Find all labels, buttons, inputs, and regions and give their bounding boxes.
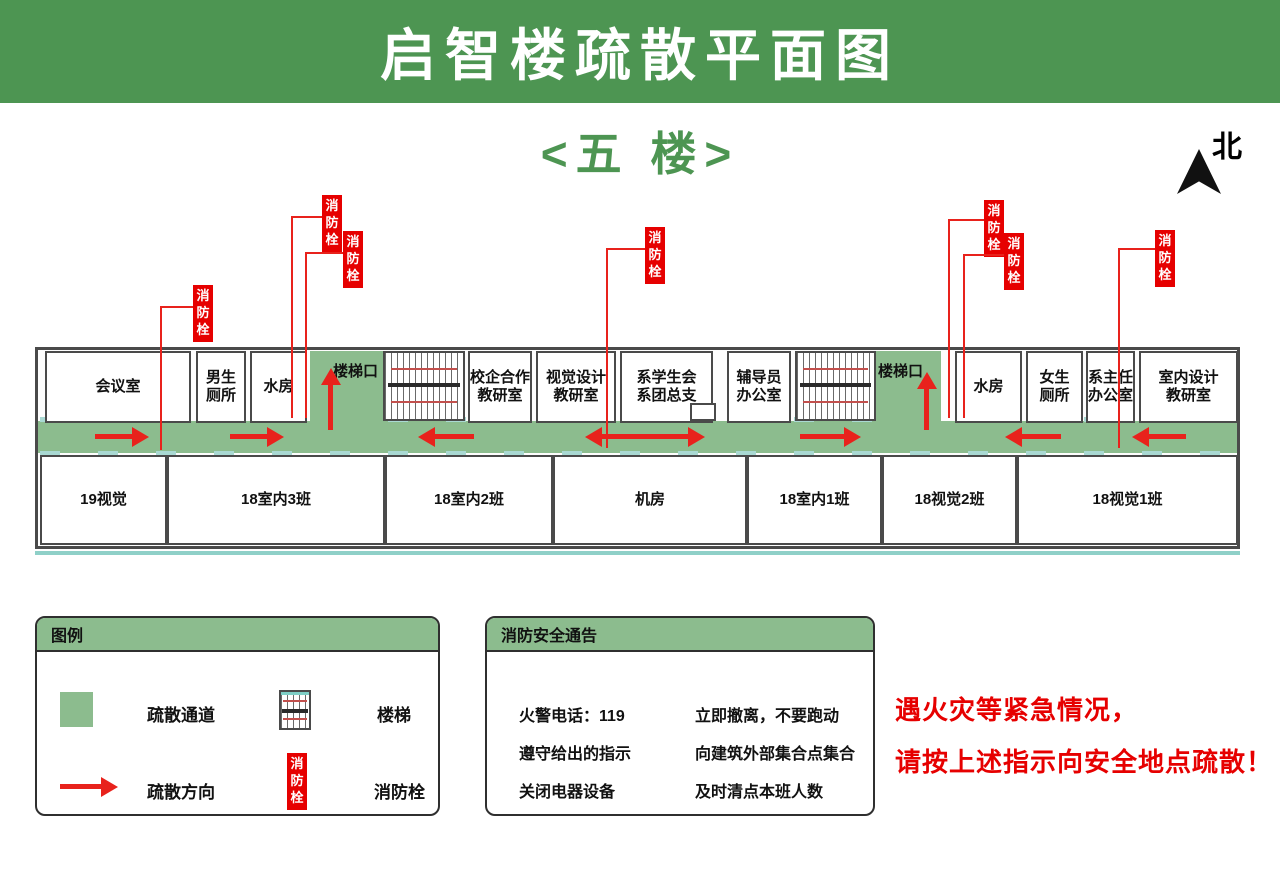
legend-stairs-label: 楼梯 [377, 706, 411, 725]
room-water-right: 水房 [955, 351, 1022, 423]
hydrant-leader-line [963, 254, 965, 418]
fire-hydrant-icon: 消防栓 [287, 753, 307, 810]
legend-direction-label: 疏散方向 [147, 783, 215, 802]
evacuation-arrow-up-icon [924, 388, 929, 430]
hydrant-leader-line [948, 219, 984, 221]
stairs-right [795, 351, 876, 421]
fire-hydrant-tag: 消防栓 [984, 200, 1004, 257]
hydrant-leader-line [963, 254, 1004, 256]
notice-panel: 消防安全通告 火警电话：119 遵守给出的指示 关闭电器设备 立即撤离，不要跑动… [485, 616, 875, 816]
room-meeting: 会议室 [45, 351, 191, 423]
north-label: 北 [1212, 131, 1242, 164]
evacuation-arrow-right-icon [95, 434, 133, 439]
evacuation-arrow-right-icon [230, 434, 268, 439]
room-counselor-office: 辅导员 办公室 [727, 351, 791, 423]
stair-hall-right-label: 楼梯口 [878, 363, 924, 380]
hydrant-leader-line [291, 216, 293, 418]
corridor-bottom-doors [40, 451, 1235, 456]
legend-title: 图例 [37, 618, 438, 652]
fire-hydrant-tag: 消防栓 [193, 285, 213, 342]
fire-hydrant-tag: 消防栓 [322, 195, 342, 252]
stair-hall-left-label: 楼梯口 [333, 363, 379, 380]
hydrant-leader-line [160, 306, 162, 450]
legend-hydrant-label: 消防栓 [374, 783, 425, 802]
notice-item: 关闭电器设备 [519, 784, 616, 801]
corridor-swatch-icon [60, 692, 93, 727]
floor-label: <五 楼> [540, 128, 740, 180]
hydrant-leader-line [305, 252, 307, 418]
hydrant-leader-line [160, 306, 193, 308]
building-outer-band [35, 551, 1240, 555]
room-girls-toilet: 女生 厕所 [1026, 351, 1083, 423]
fire-hydrant-tag: 消防栓 [645, 227, 665, 284]
fire-hydrant-tag: 消防栓 [1004, 233, 1024, 290]
fire-hydrant-tag: 消防栓 [343, 231, 363, 288]
warning-line-1: 遇火灾等紧急情况， [895, 695, 1139, 725]
room-class-19-visual: 19视觉 [40, 455, 167, 545]
notice-item: 立即撤离，不要跑动 [695, 708, 840, 725]
legend-corridor-label: 疏散通道 [147, 706, 215, 725]
room-interior-design-office: 室内设计 教研室 [1139, 351, 1238, 423]
evacuation-arrow-both-icon [601, 434, 689, 439]
stairs-left [383, 351, 465, 421]
page-title: 启智楼疏散平面图 [380, 24, 900, 87]
hydrant-leader-line [305, 252, 343, 254]
notice-item: 向建筑外部集合点集合 [695, 746, 856, 763]
header-banner: 启智楼疏散平面图 [0, 0, 1280, 103]
room-visual-design-office: 视觉设计 教研室 [536, 351, 616, 423]
evacuation-arrow-left-icon [1021, 434, 1061, 439]
room-class-18-interior-2: 18室内2班 [385, 455, 553, 545]
hydrant-leader-line [291, 216, 322, 218]
hydrant-leader-line [606, 248, 645, 250]
room-class-18-interior-3: 18室内3班 [167, 455, 385, 545]
evacuation-arrow-left-icon [1148, 434, 1186, 439]
room-school-enterprise: 校企合作 教研室 [468, 351, 532, 423]
vestibule [690, 403, 716, 421]
legend-panel: 图例 疏散通道 楼梯 疏散方向 消防栓 消防栓 [35, 616, 440, 816]
hydrant-leader-line [1118, 248, 1155, 250]
stairs-icon [279, 690, 311, 730]
hydrant-leader-line [1118, 248, 1120, 448]
hydrant-leader-line [948, 219, 950, 418]
room-dept-head-office: 系主任 办公室 [1086, 351, 1135, 423]
notice-item: 及时清点本班人数 [695, 784, 824, 801]
evacuation-arrow-up-icon [328, 384, 333, 430]
stair-hall-left [310, 351, 383, 423]
notice-item: 火警电话：119 [519, 708, 625, 725]
notice-item: 遵守给出的指示 [519, 746, 632, 763]
fire-hydrant-tag: 消防栓 [1155, 230, 1175, 287]
hydrant-leader-line [606, 248, 608, 448]
room-class-18-visual-2: 18视觉2班 [882, 455, 1017, 545]
room-boys-toilet: 男生 厕所 [196, 351, 246, 423]
evacuation-arrow-left-icon [434, 434, 474, 439]
evacuation-arrow-icon [60, 784, 102, 789]
room-water-left: 水房 [250, 351, 307, 423]
room-class-18-visual-1: 18视觉1班 [1017, 455, 1238, 545]
notice-title: 消防安全通告 [487, 618, 873, 652]
room-class-18-interior-1: 18室内1班 [747, 455, 882, 545]
warning-line-2: 请按上述指示向安全地点疏散！ [895, 747, 1274, 777]
room-server: 机房 [553, 455, 747, 545]
evacuation-arrow-right-icon [800, 434, 845, 439]
